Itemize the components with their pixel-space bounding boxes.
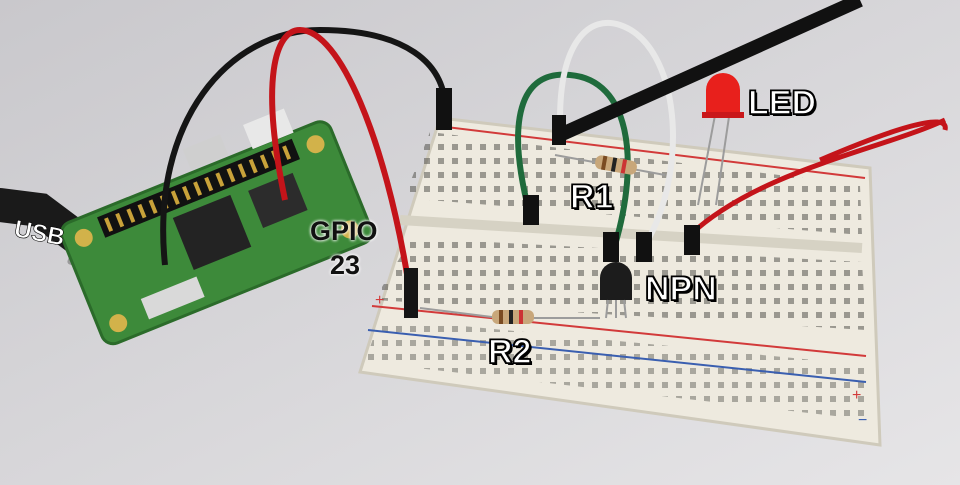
label-gpio: GPIO [310,216,378,246]
rail-plus-symbol: + [375,292,384,309]
label-led: LED [747,84,817,122]
label-r2: R2 [487,333,532,371]
pin-header [603,232,619,262]
pin-header [552,115,566,145]
raspberry-pi-board [59,108,374,346]
pin-header [636,232,652,262]
rail-minus-symbol: − [858,412,867,429]
label-npn: NPN [644,270,717,308]
wire-red-probe [688,117,948,237]
rail-plus-symbol: + [852,387,861,404]
resistor-r2 [419,307,600,324]
pin-header [404,268,418,318]
wire-black-probe [557,0,863,142]
pin-header [436,88,452,130]
resistor-r1 [554,154,666,176]
label-r1: R1 [569,178,614,216]
wire-white [557,19,676,247]
label-gpio-pin: 23 [330,250,361,280]
pin-header [523,195,539,225]
led-component [697,73,744,206]
npn-transistor [600,262,632,319]
pin-header [684,225,700,255]
wire-red-gpio-23 [269,26,411,281]
